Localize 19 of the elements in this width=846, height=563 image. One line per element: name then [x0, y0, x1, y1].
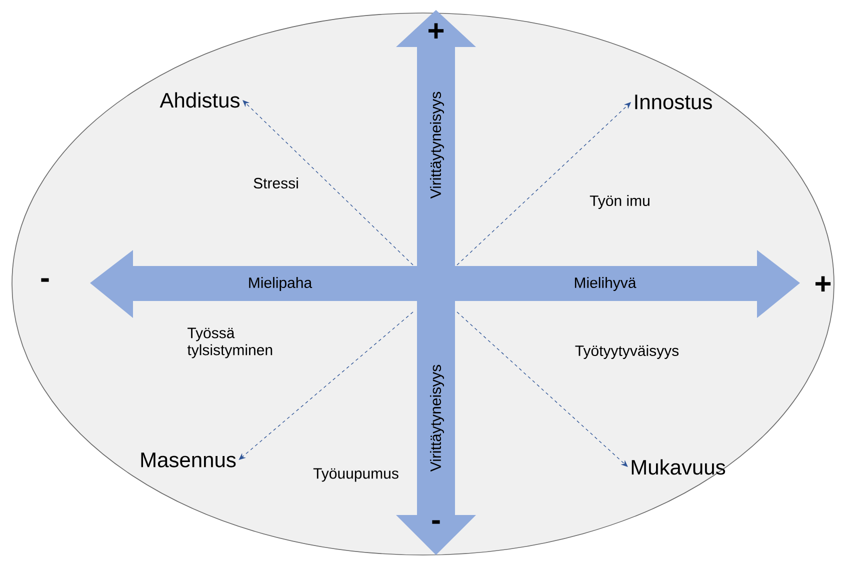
word-label: Masennus — [141, 452, 236, 468]
sign-label: + — [428, 23, 444, 38]
word-label: Työuupumus — [313, 468, 398, 482]
sign-label: - — [41, 278, 49, 282]
word-label: Stressi — [254, 178, 298, 188]
sign-label: - — [432, 520, 440, 524]
word-label: Ahdistus — [160, 92, 240, 108]
axis-label: Mielipaha — [249, 277, 312, 291]
word-label: Mukavuus — [632, 459, 726, 475]
arrow — [456, 312, 628, 467]
axis-label: Virittäytyneisyys — [430, 92, 444, 199]
word-label: Innostus — [635, 94, 712, 110]
sign-label: + — [816, 276, 831, 292]
arrow — [238, 312, 414, 460]
axis-label: Virittäytyneisyys — [430, 364, 444, 472]
word-label: Työssä tylsistyminen — [187, 328, 272, 358]
axis-label: Mielihyvä — [574, 277, 636, 291]
word-label: Työtyytyväisyys — [575, 345, 679, 359]
word-label: Työn imu — [590, 195, 650, 209]
